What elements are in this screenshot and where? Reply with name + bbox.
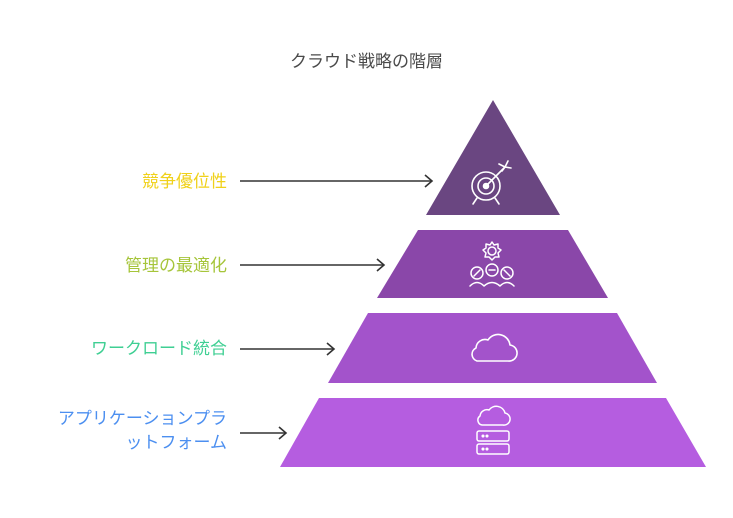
arrow-level-2	[240, 258, 386, 272]
optimization-icon	[469, 241, 515, 287]
target-icon	[471, 160, 512, 205]
arrow-level-4	[240, 426, 288, 440]
pyramid-level-3	[328, 313, 657, 383]
pyramid-level-4	[280, 398, 706, 467]
cloud-icon	[471, 333, 518, 362]
label-level-1: 競争優位性	[142, 172, 227, 192]
arrow-level-1	[240, 174, 434, 188]
cloud-server-icon	[476, 405, 511, 455]
label-level-2: 管理の最適化	[125, 256, 227, 276]
label-level-4-line-1: アプリケーションプラ	[57, 409, 227, 429]
label-level-3: ワークロード統合	[91, 339, 227, 359]
arrow-level-3	[240, 342, 336, 356]
pyramid-level-1	[426, 100, 560, 215]
label-level-4: アプリケーションプラ ットフォーム	[58, 407, 227, 455]
diagram-title: クラウド戦略の階層	[290, 52, 443, 72]
label-level-4-line-2: ットフォーム	[125, 433, 228, 453]
